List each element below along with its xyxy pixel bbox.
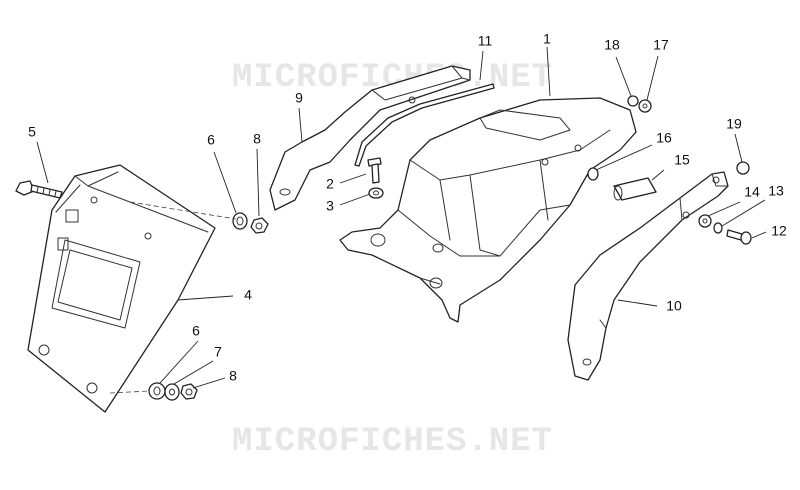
washer-16 — [587, 167, 599, 181]
callout-4: 4 — [244, 287, 252, 303]
grommet-19 — [736, 161, 750, 175]
callout-13: 13 — [768, 183, 784, 199]
leader-lines — [36, 46, 767, 389]
grommet-6-lower — [148, 382, 166, 400]
washer-13 — [713, 222, 723, 234]
callout-15: 15 — [674, 152, 690, 168]
nut-8-upper — [250, 217, 269, 234]
callout-19: 19 — [726, 116, 742, 132]
callout-8-upper: 8 — [253, 131, 261, 147]
callout-3: 3 — [326, 198, 334, 214]
callout-10: 10 — [666, 298, 682, 314]
washer-14 — [698, 214, 712, 228]
callout-8-lower: 8 — [229, 368, 237, 384]
callout-6-lower: 6 — [192, 323, 200, 339]
callout-5: 5 — [28, 124, 36, 140]
screw-2 — [367, 157, 382, 184]
callout-labels: 1 2 3 4 5 6 6 7 8 8 9 10 11 12 13 14 15 … — [28, 31, 787, 384]
watermark-bottom: MICROFICHES.NET — [232, 423, 553, 461]
left-bracket-9 — [269, 65, 471, 211]
callout-7: 7 — [214, 344, 222, 360]
grommet-17 — [638, 99, 652, 113]
callout-1: 1 — [543, 31, 551, 47]
callout-14: 14 — [744, 184, 760, 200]
callout-17: 17 — [653, 37, 669, 53]
callout-2: 2 — [326, 176, 334, 192]
callout-6-upper: 6 — [207, 132, 215, 148]
callout-11: 11 — [478, 33, 493, 49]
callout-18: 18 — [604, 37, 620, 53]
washer-7 — [164, 383, 180, 401]
nut-8-lower — [180, 383, 198, 400]
license-plate-holder — [27, 164, 216, 413]
screw-12 — [726, 229, 752, 245]
assembly-line-upper — [129, 201, 237, 220]
callout-12: 12 — [771, 223, 787, 239]
nut-18 — [627, 95, 639, 107]
callout-16: 16 — [656, 130, 672, 146]
rear-fender-1 — [339, 97, 637, 323]
bolt-5 — [15, 180, 63, 199]
grommet-6-upper — [232, 212, 248, 230]
rubber-strip-11 — [354, 83, 495, 167]
spacer-15 — [613, 177, 657, 201]
right-bracket-10 — [567, 171, 729, 381]
washer-3 — [368, 187, 384, 199]
assembly-line-lower — [109, 390, 151, 394]
callout-9: 9 — [295, 90, 303, 106]
